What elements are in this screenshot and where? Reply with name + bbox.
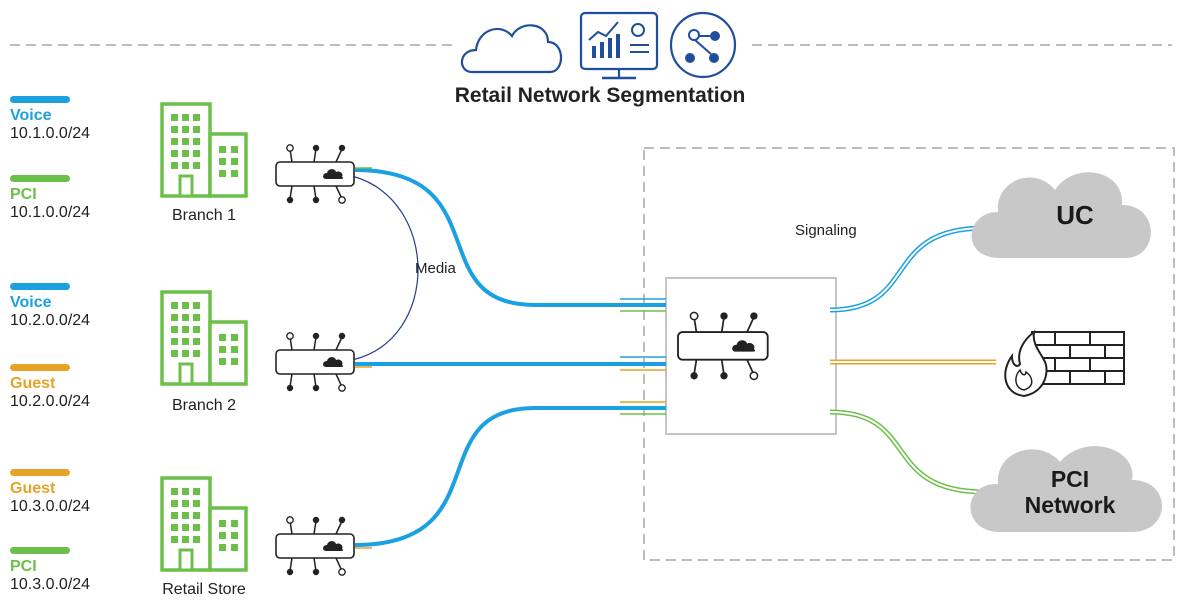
router-icon [275, 331, 355, 393]
legend-name: Voice [10, 107, 52, 124]
building-icon [160, 476, 248, 572]
legend-name: Guest [10, 480, 56, 497]
cloud-icon [460, 24, 563, 74]
legend-item-guest-3: Guest 10.3.0.0/24 [10, 469, 150, 516]
pci-network-label-line1: PCI [1050, 466, 1090, 492]
site-label-branch-2: Branch 2 [171, 397, 237, 414]
firewall-icon [1004, 329, 1125, 398]
legend-name: PCI [10, 558, 37, 575]
legend-item-pci-1: PCI 10.1.0.0/24 [10, 175, 150, 222]
legend-cidr: 10.2.0.0/24 [10, 393, 91, 410]
pci-network-label: PCI Network [1000, 466, 1140, 518]
legend-cidr: 10.1.0.0/24 [10, 125, 91, 142]
building-icon [160, 102, 248, 198]
router-icon [275, 515, 355, 577]
legend-cidr: 10.3.0.0/24 [10, 498, 91, 515]
datacenter-boundary [643, 147, 1175, 561]
legend-item-pci-3: PCI 10.3.0.0/24 [10, 547, 150, 594]
legend-name: Guest [10, 375, 56, 392]
pci-network-label-line2: Network [1024, 492, 1116, 518]
network-nodes-icon [669, 11, 737, 79]
legend-cidr: 10.2.0.0/24 [10, 312, 91, 329]
legend-cidr: 10.1.0.0/24 [10, 204, 91, 221]
legend-swatch [10, 469, 70, 476]
legend-cidr: 10.3.0.0/24 [10, 576, 91, 593]
legend-swatch [10, 175, 70, 182]
legend-swatch [10, 283, 70, 290]
media-link-label: Media [415, 260, 456, 277]
retail-store-link [354, 406, 666, 547]
legend-name: PCI [10, 186, 37, 203]
router-icon [275, 144, 355, 204]
legend-item-guest-2: Guest 10.2.0.0/24 [10, 364, 150, 411]
legend-swatch [10, 364, 70, 371]
diagram-title: Retail Network Segmentation [454, 84, 746, 107]
legend-item-voice-2: Voice 10.2.0.0/24 [10, 283, 150, 330]
media-link [351, 175, 419, 361]
site-label-retail-store: Retail Store [162, 581, 246, 598]
site-label-branch-1: Branch 1 [171, 207, 237, 224]
uc-cloud [971, 172, 1151, 258]
legend-name: Voice [10, 294, 52, 311]
pci-network-cloud [970, 446, 1162, 532]
legend-item-voice-1: Voice 10.1.0.0/24 [10, 96, 150, 143]
uc-label: UC [1056, 200, 1094, 230]
legend-swatch [10, 547, 70, 554]
legend-swatch [10, 96, 70, 103]
branch1-voice-link [354, 168, 666, 307]
building-icon [160, 290, 248, 386]
analytics-dashboard-icon [579, 11, 659, 80]
signaling-label: Signaling [795, 222, 857, 239]
